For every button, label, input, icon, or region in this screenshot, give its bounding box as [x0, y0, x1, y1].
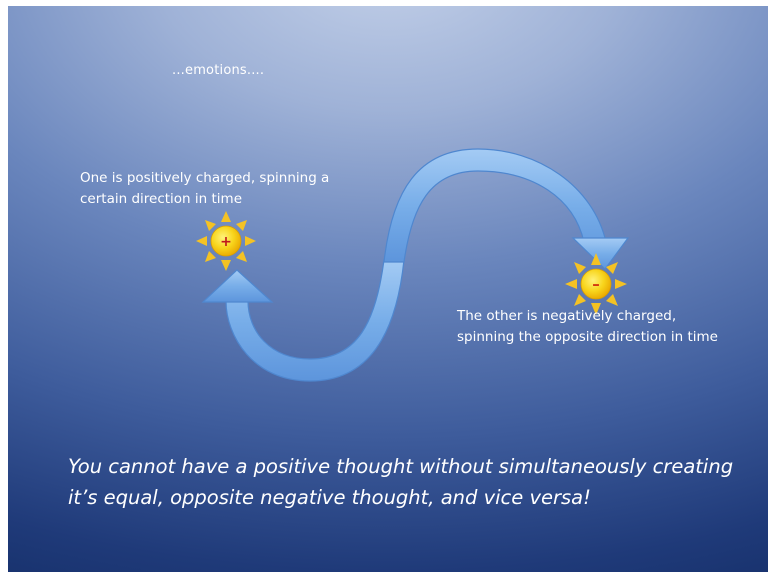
- lower-arrowhead: [201, 269, 274, 303]
- negative-symbol: –: [592, 275, 600, 293]
- slide: + – ...emotions.... One is positively ch…: [8, 6, 768, 572]
- positive-sun-icon: [196, 211, 256, 271]
- s-curve-arrow-diagram: + –: [196, 148, 630, 382]
- lower-arrow-band: [225, 259, 405, 382]
- slide-caption: You cannot have a positive thought witho…: [68, 455, 734, 509]
- upper-arrow-band: [383, 148, 607, 263]
- negative-description: The other is negatively charged, spinnin…: [457, 308, 718, 345]
- negative-sun-icon: [565, 253, 627, 315]
- upper-arrowhead: [571, 237, 630, 270]
- positive-symbol: +: [220, 234, 232, 250]
- emotions-heading: ...emotions....: [172, 63, 265, 78]
- positive-description: One is positively charged, spinning a ce…: [80, 170, 330, 207]
